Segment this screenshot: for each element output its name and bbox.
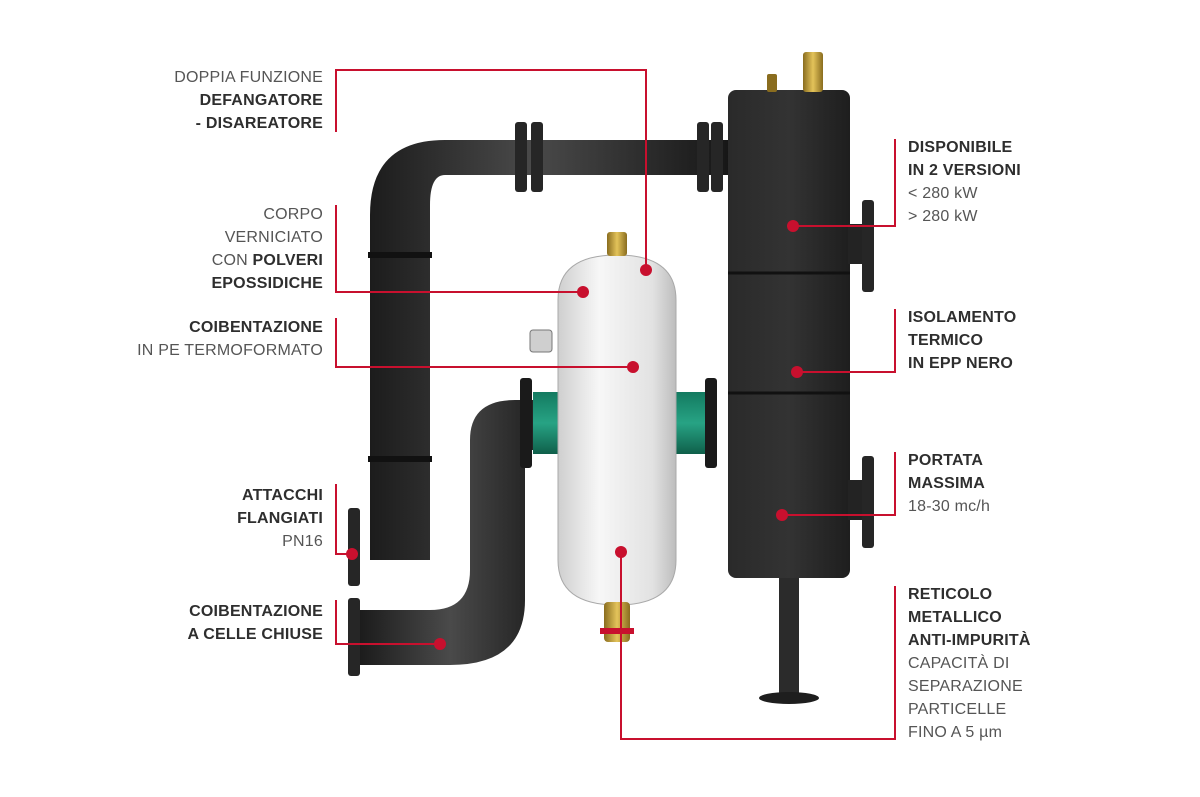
- callout-lines: [335, 69, 896, 740]
- callout-versioni: DISPONIBILE IN 2 VERSIONI < 280 kW > 280…: [908, 136, 1021, 228]
- callout-isolamento-line3: IN EPP NERO: [908, 355, 1014, 372]
- callout-portata: PORTATA MASSIMA 18-30 mc/h: [908, 449, 990, 518]
- leader-dot-coibentazione-celle: [434, 638, 446, 650]
- callout-versioni-line1: DISPONIBILE: [908, 139, 1013, 156]
- leader-dot-corpo: [577, 286, 589, 298]
- callout-dots: [346, 220, 803, 650]
- insulated-header-block: [728, 52, 874, 704]
- callout-isolamento-line1: ISOLAMENTO: [908, 309, 1017, 326]
- callout-corpo-line3b: POLVERI: [252, 252, 323, 269]
- callout-portata-line2: MASSIMA: [908, 475, 985, 492]
- callout-defangatore-line1: DOPPIA FUNZIONE: [174, 69, 323, 86]
- callout-attacchi-line2: FLANGIATI: [237, 510, 323, 527]
- leader-line-corpo: [335, 205, 583, 293]
- leader-line-versioni: [793, 139, 896, 227]
- callout-coibentazione-pe-line1: COIBENTAZIONE: [189, 319, 323, 336]
- callout-corpo-line4: EPOSSIDICHE: [211, 275, 323, 292]
- callout-attacchi-line3: PN16: [282, 533, 323, 550]
- callout-corpo-line2: VERNICIATO: [224, 229, 323, 246]
- upper-insulated-pipe: [368, 122, 730, 560]
- leader-line-defangatore: [335, 69, 647, 270]
- callout-reticolo-line1: RETICOLO: [908, 586, 993, 603]
- callout-portata-line3: 18-30 mc/h: [908, 498, 991, 515]
- callout-corpo: CORPO VERNICIATO CON POLVERI EPOSSIDICHE: [211, 203, 323, 295]
- callout-reticolo-line7: FINO A 5 µm: [908, 724, 1003, 741]
- callout-corpo-line3a: CON: [211, 252, 253, 269]
- callout-reticolo-line2: METALLICO: [908, 609, 1002, 626]
- callout-attacchi: ATTACCHI FLANGIATI PN16: [237, 484, 323, 553]
- callout-attacchi-line1: ATTACCHI: [242, 487, 323, 504]
- callout-coibentazione-celle-line2: A CELLE CHIUSE: [187, 626, 323, 643]
- callout-portata-line1: PORTATA: [908, 452, 984, 469]
- callout-isolamento: ISOLAMENTO TERMICO IN EPP NERO: [908, 306, 1016, 375]
- callout-versioni-line4: > 280 kW: [908, 208, 978, 225]
- leader-line-coibentazione-pe: [335, 318, 633, 368]
- leader-line-reticolo: [620, 552, 896, 740]
- callout-coibentazione-pe-line2: IN PE TERMOFORMATO: [137, 342, 323, 359]
- leader-dot-attacchi: [346, 548, 358, 560]
- callout-reticolo-line3: ANTI-IMPURITÀ: [908, 632, 1031, 649]
- leader-dot-isolamento: [791, 366, 803, 378]
- leader-dot-coibentazione-pe: [627, 361, 639, 373]
- callout-reticolo-line4: CAPACITÀ DI: [908, 655, 1010, 672]
- callout-isolamento-line2: TERMICO: [908, 332, 984, 349]
- callout-reticolo: RETICOLO METALLICO ANTI-IMPURITÀ CAPACIT…: [908, 583, 1031, 744]
- callout-coibentazione-celle-line1: COIBENTAZIONE: [189, 603, 323, 620]
- callout-coibentazione-celle: COIBENTAZIONE A CELLE CHIUSE: [187, 600, 323, 646]
- callout-defangatore-line2: DEFANGATORE: [199, 92, 323, 109]
- callout-versioni-line2: IN 2 VERSIONI: [908, 162, 1021, 179]
- leader-dot-defangatore: [640, 264, 652, 276]
- callout-corpo-line1: CORPO: [263, 206, 323, 223]
- leader-dot-reticolo: [615, 546, 627, 558]
- leader-line-isolamento: [797, 309, 896, 373]
- callout-reticolo-line6: PARTICELLE: [908, 701, 1007, 718]
- separator-vessel: [529, 232, 677, 642]
- leader-line-coibentazione-celle: [335, 600, 440, 645]
- leader-dot-versioni: [787, 220, 799, 232]
- callout-reticolo-line5: SEPARAZIONE: [908, 678, 1023, 695]
- leader-dot-portata: [776, 509, 788, 521]
- leader-line-portata: [782, 452, 896, 516]
- callout-coibentazione-pe: COIBENTAZIONE IN PE TERMOFORMATO: [137, 316, 323, 362]
- callout-defangatore-line3: - DISAREATORE: [195, 115, 323, 132]
- callout-versioni-line3: < 280 kW: [908, 185, 978, 202]
- callout-defangatore: DOPPIA FUNZIONE DEFANGATORE - DISAREATOR…: [174, 66, 323, 135]
